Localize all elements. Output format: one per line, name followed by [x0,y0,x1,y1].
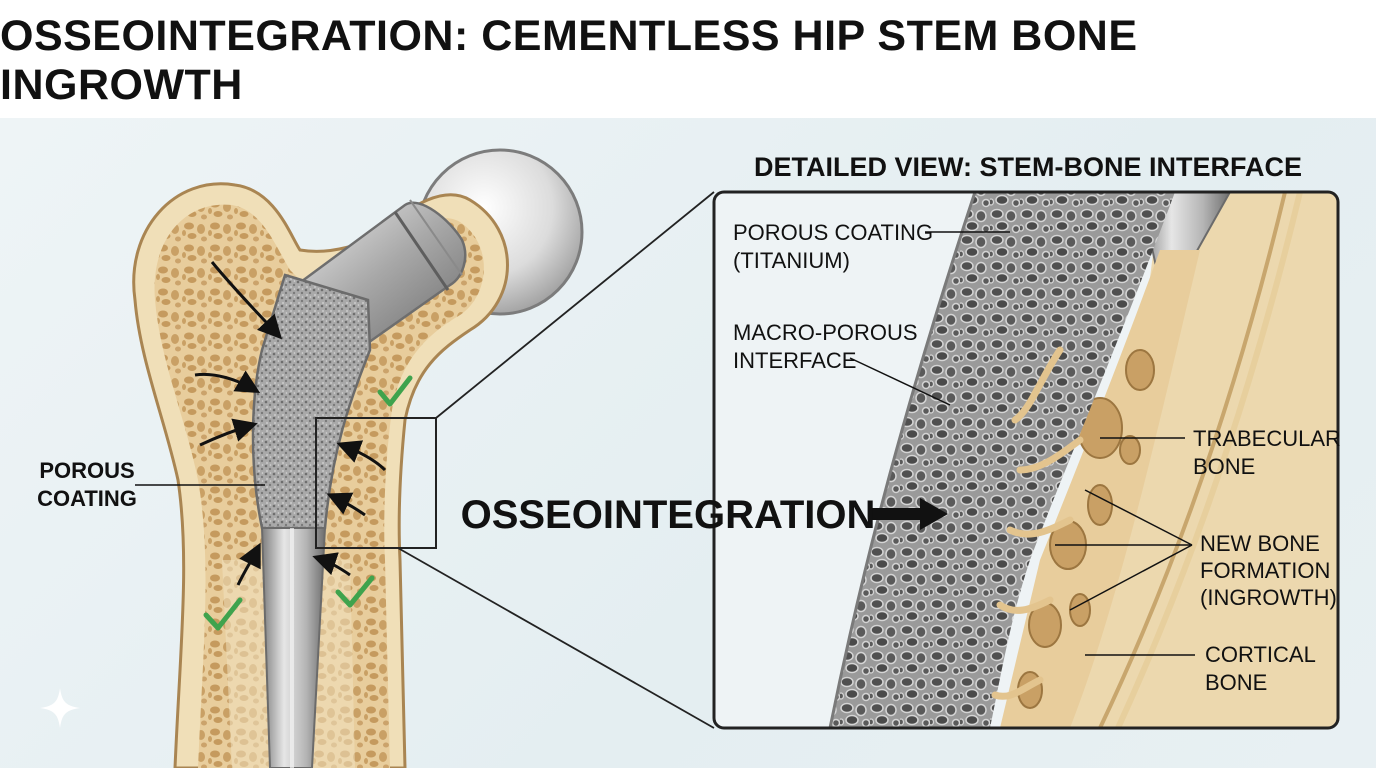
trabecular-label-line1: TRABECULAR [1193,426,1341,451]
cortical-label-line2: BONE [1205,670,1267,695]
ingrowth-arrows [194,261,387,586]
inset-leaders [849,231,1195,656]
new-bone-label-line1: NEW BONE [1200,531,1320,556]
new-bone-label-line2: FORMATION [1200,558,1330,583]
page-title: OSSEOINTEGRATION: CEMENTLESS HIP STEM BO… [0,12,1138,109]
zoom-line-top [435,191,715,419]
check-marks [203,375,413,631]
illustration-panel: DETAILED VIEW: STEM-BONE INTERFACE POROU… [0,118,1376,768]
new-bone-pores [1017,349,1155,709]
porous-coating-label-line2: (TITANIUM) [733,248,850,273]
osseointegration-arrow-icon [872,498,948,530]
trabecular-label-line2: BONE [1193,454,1255,479]
macro-porous-label-line2: INTERFACE [733,348,856,373]
title-bar: OSSEOINTEGRATION: CEMENTLESS HIP STEM BO… [0,0,1376,118]
macro-porous-label-line1: MACRO-POROUS [733,320,918,345]
left-label-line2: COATING [37,486,137,511]
osseointegration-label: OSSEOINTEGRATION [461,493,876,537]
femur-illustration [132,148,584,768]
new-bone-label-line3: (INGROWTH) [1200,585,1337,610]
illustration-svg: DETAILED VIEW: STEM-BONE INTERFACE POROU… [37,148,1341,768]
porous-coating-label-line1: POROUS COATING [733,220,933,245]
check-icon [335,575,375,608]
check-icon [203,597,243,631]
detail-selection-box [315,417,437,549]
ingrowth-strands [991,346,1084,700]
sparkle-icon [40,688,80,728]
left-label-line1: POROUS [39,458,134,483]
check-icon [377,375,413,407]
detail-inset [712,190,1340,730]
zoom-line-bottom [397,547,715,729]
cortical-label-line1: CORTICAL [1205,642,1316,667]
inset-border [712,190,1340,730]
porous-coating-band [830,192,1175,728]
detail-heading: DETAILED VIEW: STEM-BONE INTERFACE [754,152,1302,182]
